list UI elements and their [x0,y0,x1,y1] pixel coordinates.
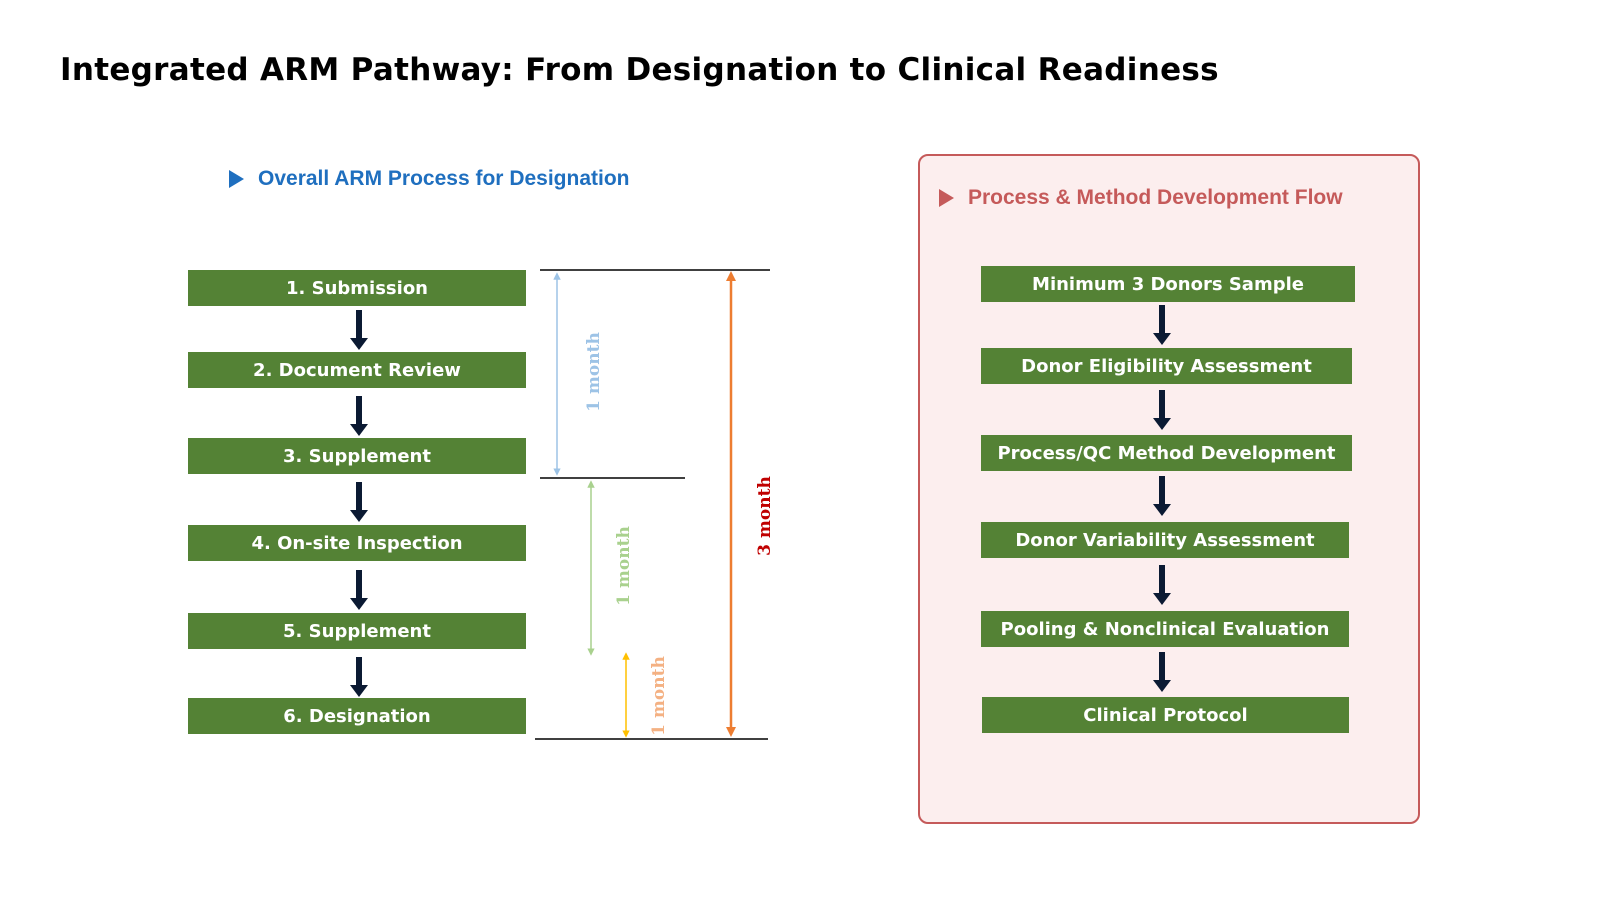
left-step-1: 1. Submission [188,270,526,306]
right-step-3: Process/QC Method Development [981,435,1352,471]
right-step-6: Clinical Protocol [982,697,1349,733]
duration-label-2: 1 month [614,526,634,606]
left-step-4: 4. On-site Inspection [188,525,526,561]
play-triangle-icon [229,170,244,188]
right-step-1: Minimum 3 Donors Sample [981,266,1355,302]
down-arrow-icon [350,396,368,436]
duration-timeline: 1 month 1 month 1 month 3 month [535,269,775,740]
down-arrow-icon [350,657,368,697]
duration-label-total: 3 month [755,476,775,556]
down-arrow-icon [350,482,368,522]
down-arrow-icon [1153,305,1171,345]
left-step-5: 5. Supplement [188,613,526,649]
right-heading-text: Process & Method Development Flow [968,186,1343,209]
down-arrow-icon [1153,476,1171,516]
left-heading-text: Overall ARM Process for Designation [258,167,630,190]
down-arrow-icon [1153,390,1171,430]
down-arrow-icon [350,570,368,610]
left-step-2: 2. Document Review [188,352,526,388]
right-step-4: Donor Variability Assessment [981,522,1349,558]
right-step-2: Donor Eligibility Assessment [981,348,1352,384]
page-title: Integrated ARM Pathway: From Designation… [60,52,1219,88]
duration-label-1: 1 month [584,332,604,412]
down-arrow-icon [1153,652,1171,692]
left-step-3: 3. Supplement [188,438,526,474]
left-section-heading: Overall ARM Process for Designation [229,167,630,191]
right-section-heading: Process & Method Development Flow [939,186,1343,210]
right-step-5: Pooling & Nonclinical Evaluation [981,611,1349,647]
play-triangle-icon [939,189,954,207]
duration-label-3: 1 month [649,656,669,736]
down-arrow-icon [350,310,368,350]
down-arrow-icon [1153,565,1171,605]
left-step-6: 6. Designation [188,698,526,734]
